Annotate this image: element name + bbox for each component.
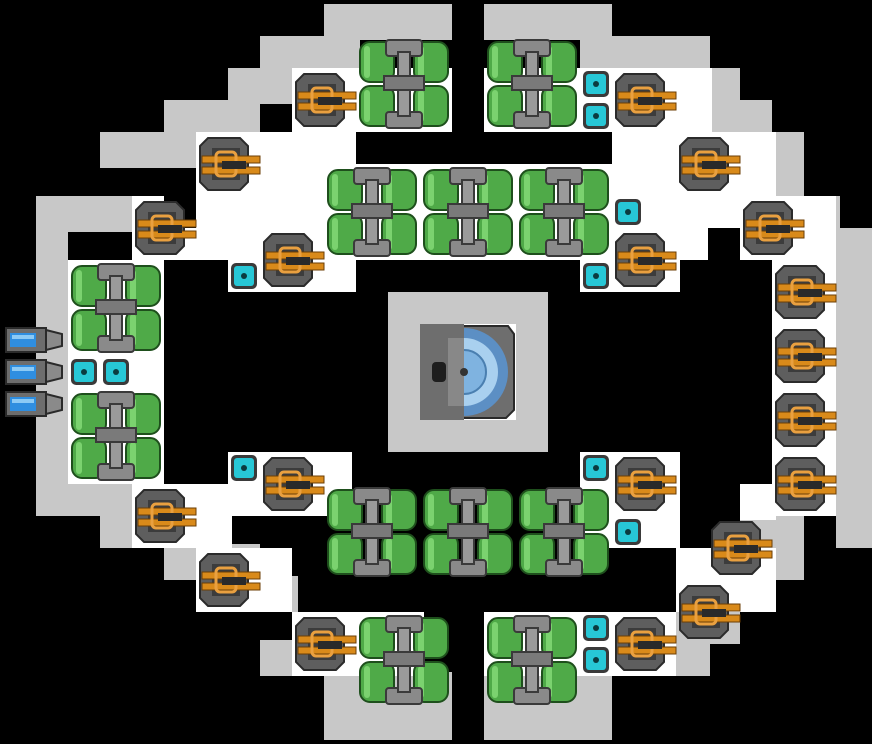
thruster-icon[interactable]	[5, 327, 63, 353]
shield-node-icon[interactable]	[615, 199, 641, 225]
shield-node-icon[interactable]	[231, 263, 257, 289]
fuel-tank-icon[interactable]	[325, 485, 419, 579]
shield-node-icon[interactable]	[583, 615, 609, 641]
shield-node-icon[interactable]	[583, 647, 609, 673]
fuel-tank-icon[interactable]	[421, 485, 515, 579]
shield-node-icon[interactable]	[231, 455, 257, 481]
thrusters	[5, 327, 63, 417]
shield-node-icon[interactable]	[583, 263, 609, 289]
shield-node-icon[interactable]	[583, 71, 609, 97]
thruster-icon[interactable]	[5, 391, 63, 417]
void-areas	[164, 0, 772, 744]
shield-node-icon[interactable]	[615, 519, 641, 545]
shield-node-icon[interactable]	[583, 103, 609, 129]
thruster-icon[interactable]	[5, 359, 63, 385]
shield-node-icon[interactable]	[583, 455, 609, 481]
command-core-icon[interactable]	[420, 324, 515, 420]
shield-node-icon[interactable]	[103, 359, 129, 385]
shield-node-icon[interactable]	[71, 359, 97, 385]
hull	[36, 4, 872, 740]
